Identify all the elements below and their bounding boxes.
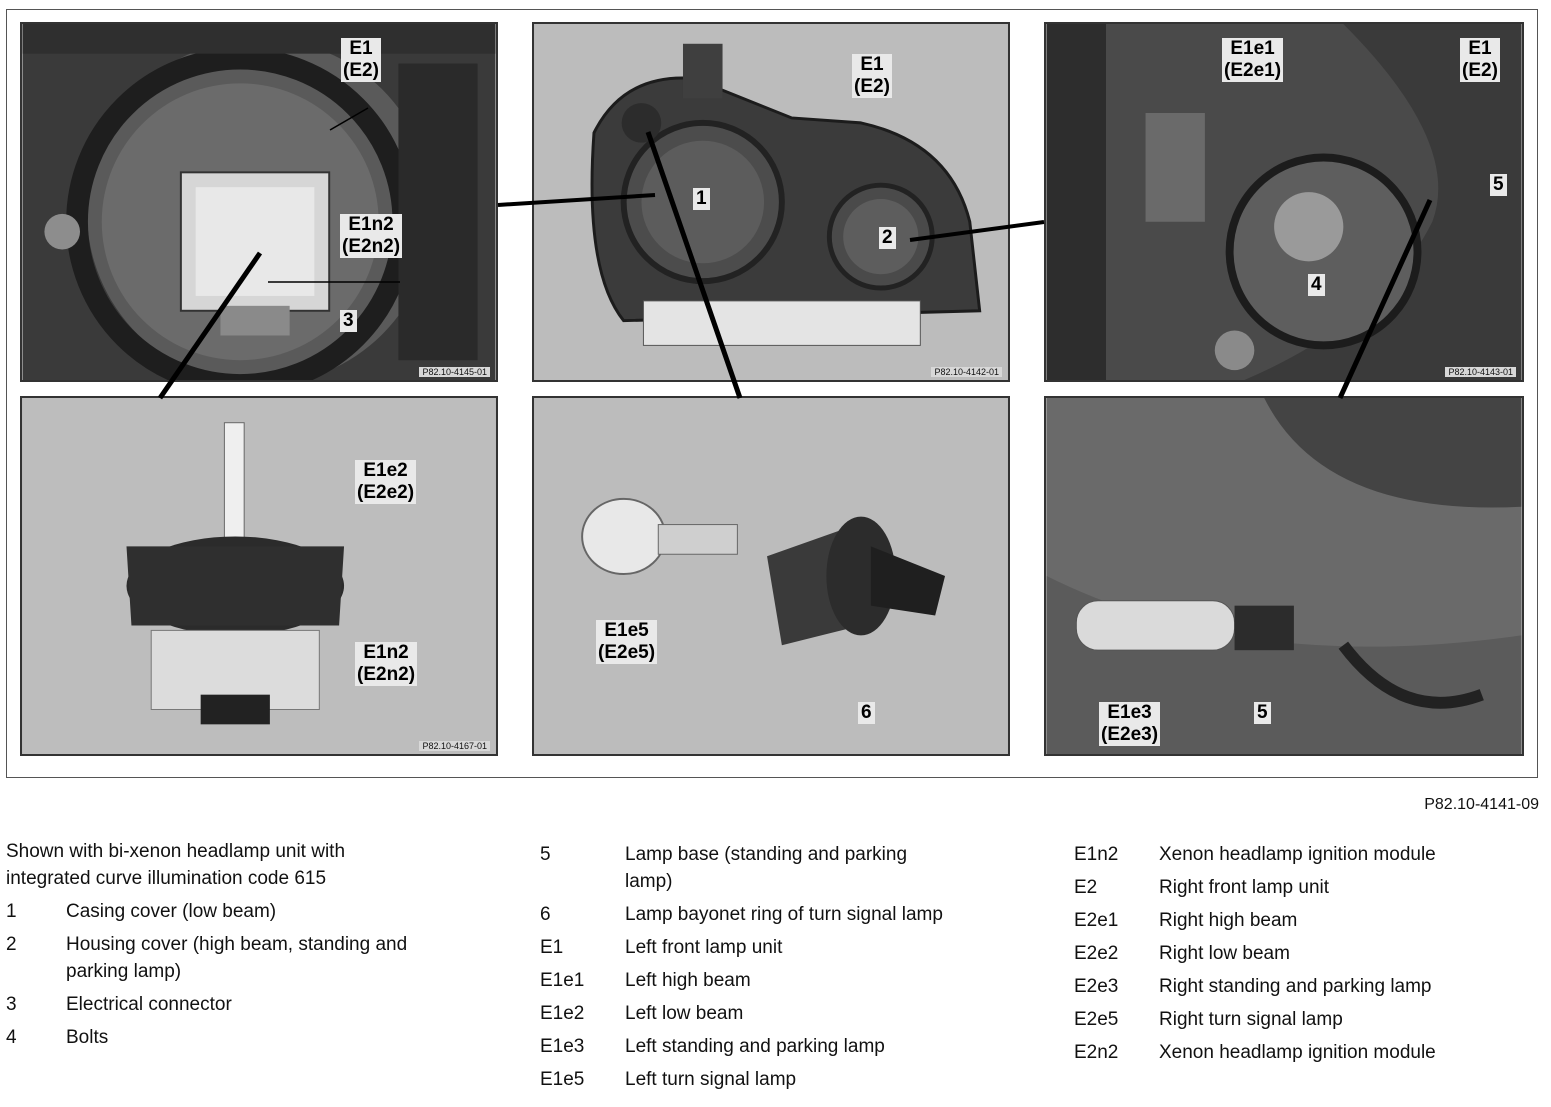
figure-code: P82.10-4141-09 <box>1424 796 1539 813</box>
legend-column-1: Shown with bi-xenon headlamp unit with i… <box>6 838 456 1054</box>
photo-ref: P82.10-4142-01 <box>931 367 1002 377</box>
callout-2: 2 <box>879 227 896 249</box>
callout-e1n2-e2n2: E1n2(E2n2) <box>340 214 403 258</box>
photo-ref: P82.10-4167-01 <box>419 741 490 751</box>
photo-ignition-module-installed <box>22 24 496 380</box>
callout-e1n2-e2n2: E1n2(E2n2) <box>355 642 418 686</box>
callout-5: 5 <box>1490 174 1507 196</box>
callout-6: 6 <box>858 702 875 724</box>
panel-headlamp-rear: E1(E2) 1 2 P82.10-4142-01 <box>532 22 1010 382</box>
photo-ref: P82.10-4145-01 <box>419 367 490 377</box>
panel-turn-signal-bulb: E1e5(E2e5) 6 <box>532 396 1010 756</box>
photo-xenon-bulb <box>22 398 496 754</box>
panel-xenon-bulb: E1e2(E2e2) E1n2(E2n2) P82.10-4167-01 <box>20 396 498 756</box>
panel-ignition-module-installed: E1(E2) E1n2(E2n2) 3 P82.10-4145-01 <box>20 22 498 382</box>
callout-e1-e2: E1(E2) <box>852 54 892 98</box>
panel-high-beam-housing: E1e1(E2e1) E1(E2) 5 4 P82.10-4143-01 <box>1044 22 1524 382</box>
photo-parking-lamp <box>1046 398 1522 754</box>
panel-parking-lamp: E1e3(E2e3) 5 <box>1044 396 1524 756</box>
callout-e1e2-e2e2: E1e2(E2e2) <box>355 460 417 504</box>
photo-ref: P82.10-4143-01 <box>1445 367 1516 377</box>
callout-1: 1 <box>693 188 710 210</box>
callout-e1e1-e2e1: E1e1(E2e1) <box>1222 38 1284 82</box>
callout-e1-e2: E1(E2) <box>1460 38 1500 82</box>
callout-e1-e2: E1(E2) <box>341 38 381 82</box>
photo-headlamp-rear <box>534 24 1008 380</box>
callout-4: 4 <box>1308 274 1325 296</box>
callout-e1e5-e2e5: E1e5(E2e5) <box>596 620 658 664</box>
callout-3: 3 <box>340 310 357 332</box>
photo-high-beam-housing <box>1046 24 1522 380</box>
callout-e1e3-e2e3: E1e3(E2e3) <box>1099 702 1161 746</box>
photo-turn-signal-bulb <box>534 398 1008 754</box>
callout-5: 5 <box>1254 702 1271 724</box>
legend-intro: Shown with bi-xenon headlamp unit with i… <box>6 841 346 889</box>
